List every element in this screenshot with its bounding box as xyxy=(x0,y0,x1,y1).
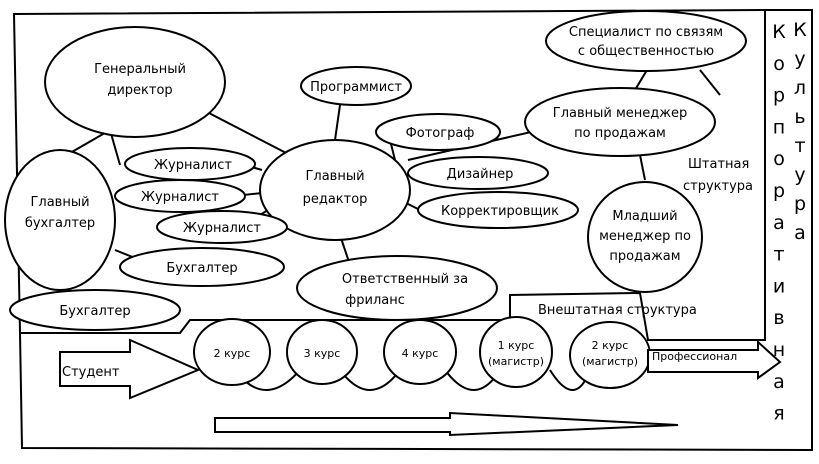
programmer-label: Программист xyxy=(310,80,402,95)
accountant-2-label: Бухгалтер xyxy=(59,304,130,319)
side-title-letter: я xyxy=(773,403,784,425)
career-path xyxy=(59,316,782,437)
photographer-label: Фотограф xyxy=(406,126,475,141)
freelance-manager-label-2: фриланс xyxy=(345,293,405,308)
side-title-letter: о xyxy=(773,148,785,170)
outer-frame xyxy=(19,9,813,452)
stage-master-1-label-2: (магистр) xyxy=(488,355,544,368)
staff-structure-label-2: структура xyxy=(683,179,753,194)
stage-2-course-label: 2 курс xyxy=(214,347,251,360)
head-sales-manager-label-1: Главный менеджер xyxy=(553,106,687,121)
side-title-letter: а xyxy=(773,212,785,234)
side-title-letter: у xyxy=(794,164,805,186)
pr-specialist-label-2: с общественностью xyxy=(578,44,714,59)
junior-sales-manager-label-1: Младший xyxy=(612,209,677,224)
stage-4-course-node xyxy=(383,319,457,385)
head-sales-manager-label-2: по продажам xyxy=(574,126,666,141)
link-pr-sales2 xyxy=(699,69,721,96)
freelance-manager-node xyxy=(296,255,498,321)
photographer-node xyxy=(375,113,501,151)
journalist-2-node xyxy=(114,179,246,213)
designer-node xyxy=(407,156,549,190)
side-title-letter: в xyxy=(773,307,784,329)
programmer-node xyxy=(300,66,412,106)
chief-editor-node xyxy=(259,139,411,241)
staff-structure-label-1: Штатная xyxy=(688,157,749,172)
journalist-2-label: Журналист xyxy=(141,190,219,205)
student-arrow xyxy=(59,338,201,400)
journalist-3-node xyxy=(156,210,288,244)
side-title-letter: о xyxy=(773,53,785,75)
side-title-letter: а xyxy=(773,371,785,393)
side-title-letter: у xyxy=(794,48,805,70)
stage-master-2-label-2: (магистр) xyxy=(582,355,638,368)
junior-sales-manager-node xyxy=(587,181,703,293)
chief-accountant-label-2: бухгалтер xyxy=(25,216,95,231)
wave-2 xyxy=(339,369,401,391)
general-director-label-1: Генеральный xyxy=(94,62,186,77)
chief-editor-label-2: редактор xyxy=(303,192,368,207)
chief-accountant-node xyxy=(4,149,116,291)
side-title-letter: т xyxy=(773,244,784,266)
pr-specialist-node xyxy=(545,10,747,72)
node-labels: Генеральный директор Программист Специал… xyxy=(25,25,753,380)
freelance-structure-label: Внештатная структура xyxy=(538,303,697,318)
stage-master-1-node xyxy=(479,316,553,388)
side-title-letter: н xyxy=(773,339,785,361)
head-sales-manager-node xyxy=(524,87,716,157)
general-director-label-2: директор xyxy=(107,83,172,98)
junior-sales-manager-label-2: менеджер по xyxy=(599,229,691,244)
side-title-letter: и xyxy=(773,275,785,297)
staff-structure-frame xyxy=(12,8,766,341)
side-title-letter: т xyxy=(794,135,805,157)
accountant-1-node xyxy=(119,247,285,287)
junior-sales-manager-label-3: продажам xyxy=(609,249,680,264)
side-title-letter: р xyxy=(773,180,785,202)
stage-3-course-node xyxy=(286,319,358,385)
accountant-1-label: Бухгалтер xyxy=(166,261,237,276)
side-title-letter: а xyxy=(794,222,806,244)
designer-label: Дизайнер xyxy=(447,167,514,182)
stage-3-course-label: 3 курс xyxy=(304,347,341,360)
accountant-2-node xyxy=(9,289,181,331)
side-title-letter: р xyxy=(794,193,806,215)
student-label: Студент xyxy=(62,365,120,380)
proofreader-node xyxy=(417,191,579,229)
side-title-letter: ь xyxy=(794,106,805,128)
general-director-node xyxy=(44,26,226,138)
link-journalist2-editor xyxy=(242,192,263,196)
chief-accountant-label-1: Главный xyxy=(30,195,89,210)
side-title-letter: р xyxy=(773,85,785,107)
proofreader-label: Корректировщик xyxy=(441,204,559,219)
side-title-letter: К xyxy=(772,21,786,43)
stage-master-1-label-1: 1 курс xyxy=(498,339,535,352)
link-director-editor xyxy=(206,111,291,156)
link-sales-junior xyxy=(639,154,646,181)
freelance-manager-label-1: Ответственный за xyxy=(342,272,468,287)
professional-arrow xyxy=(647,339,782,380)
side-title-letter: К xyxy=(793,19,807,41)
pr-specialist-label-1: Специалист по связям xyxy=(569,25,723,40)
chief-editor-label-1: Главный xyxy=(305,169,364,184)
journalist-3-label: Журналист xyxy=(183,221,261,236)
stage-4-course-label: 4 курс xyxy=(402,347,439,360)
node-shapes xyxy=(4,10,747,331)
side-title-letter: л xyxy=(794,77,806,99)
stage-2-course-node xyxy=(193,318,271,386)
side-title-letter: п xyxy=(773,116,785,138)
link-programmer-editor xyxy=(334,104,341,141)
progress-arrow xyxy=(214,411,679,437)
professional-label: Профессионал xyxy=(652,350,737,363)
stage-master-2-label-1: 2 курс xyxy=(592,339,629,352)
journalist-1-label: Журналист xyxy=(154,158,232,173)
